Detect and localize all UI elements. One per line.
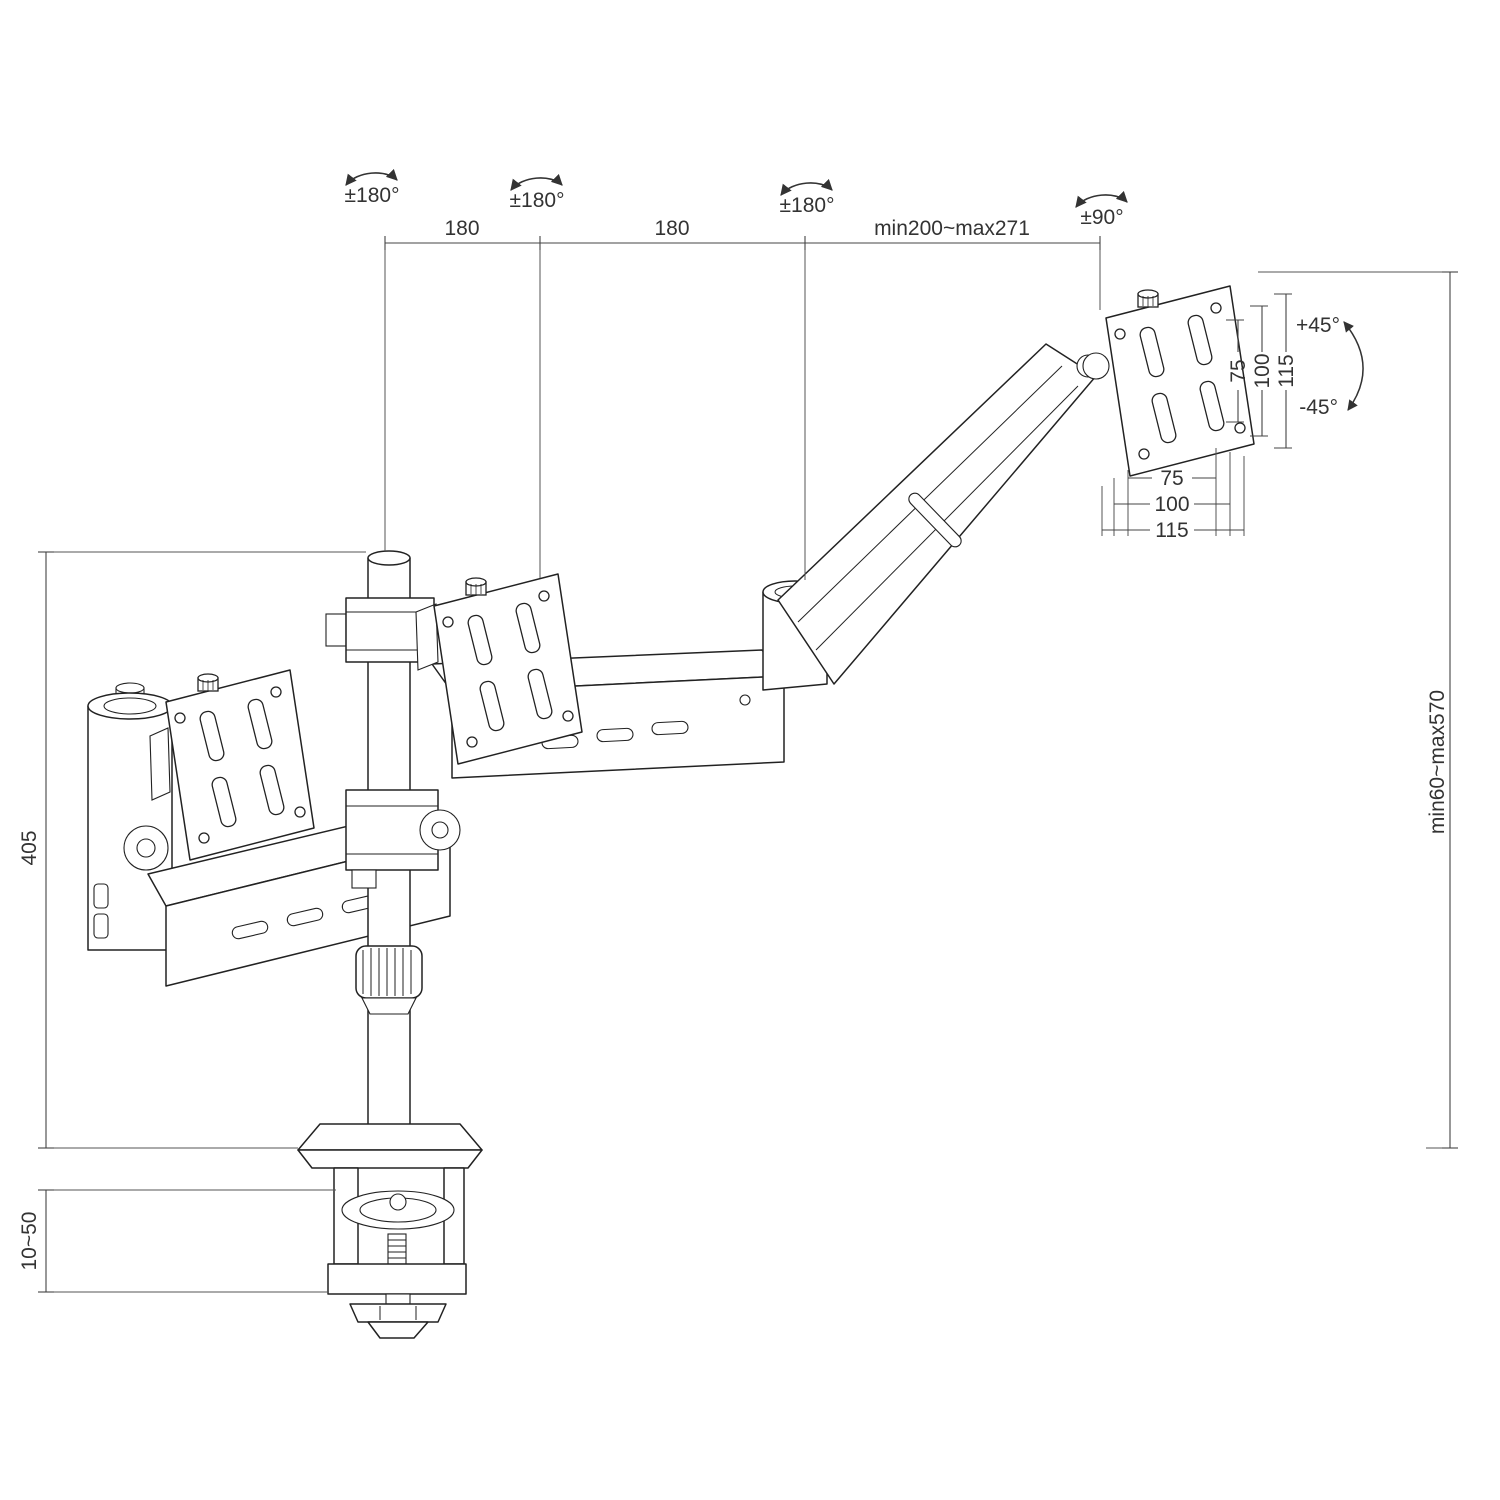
dim-180-left: 180 — [444, 217, 479, 240]
gas-spring-arm — [777, 343, 1100, 685]
tilt-down-label: -45° — [1299, 396, 1338, 419]
pole-height-dimension: 405 — [18, 551, 366, 1149]
rotation-label-2: ±180° — [510, 189, 565, 212]
left-tilt-joint — [87, 682, 173, 951]
dim-180-right: 180 — [654, 217, 689, 240]
clamp-range-label: 10~50 — [18, 1212, 41, 1271]
tilt-up-label: +45° — [1296, 314, 1340, 337]
vesa-plate-left — [165, 669, 315, 861]
tilt-arc-icon — [1343, 321, 1364, 411]
rotation-label-1: ±180° — [345, 184, 400, 207]
vesa-bottom-100: 100 — [1154, 493, 1189, 516]
pole-collar — [355, 945, 423, 999]
vesa-bottom-dimensions: 75 100 115 — [1101, 448, 1245, 542]
rotation-annotations: ±180° ±180° ±180° ±90° — [345, 173, 1127, 229]
vesa-side-115: 115 — [1275, 354, 1298, 387]
vesa-bottom-115: 115 — [1155, 519, 1188, 542]
base-plate — [297, 1123, 483, 1151]
height-range-dimension: min60~max570 — [1258, 271, 1458, 1149]
pole-height-label: 405 — [18, 830, 41, 865]
vesa-side-75: 75 — [1227, 359, 1250, 382]
vesa-plate-center — [433, 573, 583, 765]
clamp-knob — [349, 1303, 447, 1323]
rotation-label-4: ±90° — [1080, 206, 1123, 229]
top-dimension-chain: 180 180 min200~max271 — [384, 217, 1101, 580]
dim-reach-range: min200~max271 — [874, 217, 1030, 240]
rotation-label-3: ±180° — [780, 194, 835, 217]
monitor-arm-drawing — [87, 285, 1255, 1339]
vesa-bottom-75: 75 — [1160, 467, 1183, 490]
lower-pole-bracket — [345, 789, 461, 889]
clamp-range-dimension: 10~50 — [18, 1189, 336, 1293]
vesa-side-dimensions: 75 100 115 — [1226, 293, 1298, 449]
desk-clamp — [297, 1123, 483, 1339]
right-vesa-joint — [1082, 352, 1110, 380]
clamp-jaw — [327, 1263, 467, 1295]
center-vesa-hinge — [415, 603, 439, 671]
clamp-screw — [387, 1233, 407, 1265]
vesa-side-100: 100 — [1251, 353, 1274, 388]
height-range-label: min60~max570 — [1426, 690, 1449, 834]
tilt-annotation: +45° -45° — [1296, 314, 1364, 419]
left-vesa-hinge — [149, 727, 171, 801]
